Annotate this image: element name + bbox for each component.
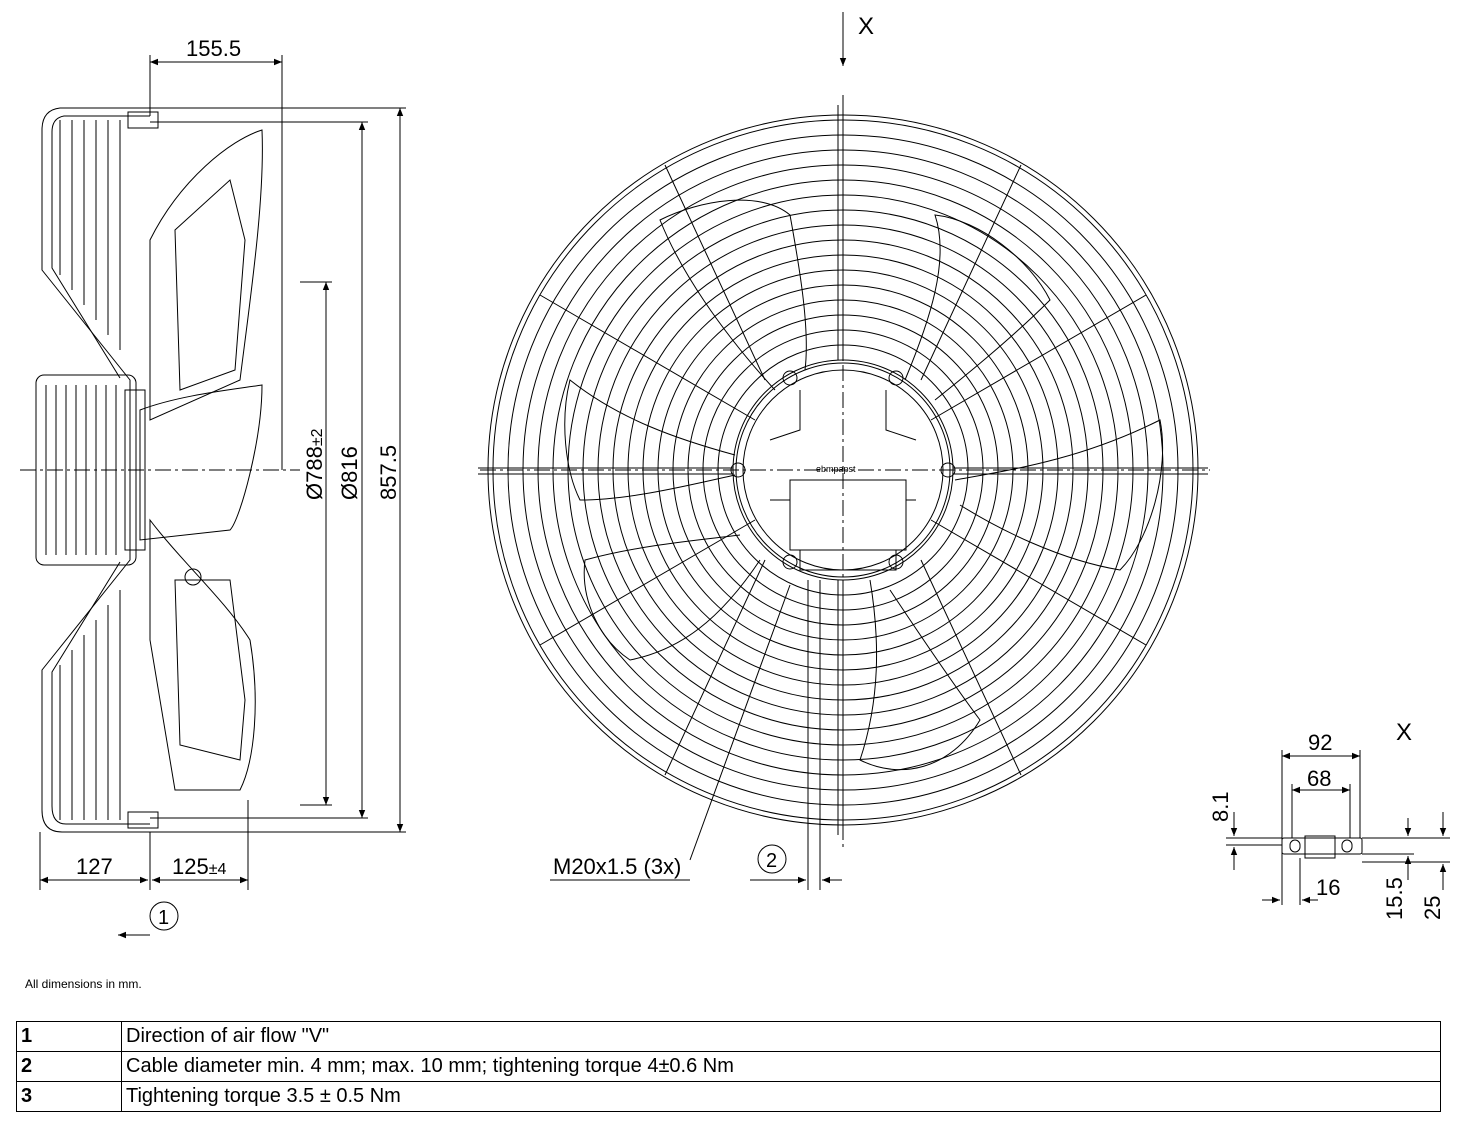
detail-x xyxy=(1226,750,1450,905)
front-blades xyxy=(564,199,1164,771)
dim-16: 16 xyxy=(1316,875,1340,900)
legend-text: Cable diameter min. 4 mm; max. 10 mm; ti… xyxy=(121,1051,1441,1082)
detail-x-label: X xyxy=(1396,719,1412,746)
gland-leader xyxy=(689,584,791,861)
dim-inner-dia: Ø816 xyxy=(337,446,362,500)
blades xyxy=(139,129,263,791)
callout-2-circle xyxy=(757,844,787,874)
section-x-label: X xyxy=(858,13,874,40)
cable-gland-label: M20x1.5 (3x) xyxy=(553,854,681,879)
logo: ebmpapst xyxy=(816,464,856,474)
guard-wires xyxy=(59,111,159,829)
legend-text: Direction of air flow "V" xyxy=(121,1021,1441,1052)
dim-8-1: 8.1 xyxy=(1208,791,1233,822)
legend-text: Tightening torque 3.5 ± 0.5 Nm xyxy=(121,1081,1441,1112)
legend-number: 2 xyxy=(16,1051,122,1082)
front-view xyxy=(478,12,1210,890)
side-view xyxy=(20,55,406,939)
callout-1: 1 xyxy=(158,907,169,929)
dim-155-5: 155.5 xyxy=(186,36,241,61)
dim-overall-dia: 857.5 xyxy=(376,445,401,500)
callout-1-circle xyxy=(149,901,179,931)
side-view-labels: 155.5 127 125±4 Ø788±2 Ø816 857.5 1 xyxy=(76,36,401,929)
legend-number: 3 xyxy=(16,1081,122,1112)
technical-drawing: 155.5 127 125±4 Ø788±2 Ø816 857.5 1 xyxy=(20,12,1450,939)
dim-127: 127 xyxy=(76,854,113,879)
legend-row: 2 Cable diameter min. 4 mm; max. 10 mm; … xyxy=(16,1051,1441,1082)
callout-2: 2 xyxy=(766,850,777,872)
dimensions-note: All dimensions in mm. xyxy=(25,977,142,991)
dim-92: 92 xyxy=(1308,730,1332,755)
front-view-labels: X M20x1.5 (3x) 2 ebmpapst xyxy=(553,13,874,879)
dim-impeller-dia: Ø788±2 xyxy=(302,428,327,500)
side-dimensions xyxy=(39,55,406,890)
dim-68: 68 xyxy=(1307,766,1331,791)
legend-row: 1 Direction of air flow "V" xyxy=(16,1021,1441,1052)
dim-15-5: 15.5 xyxy=(1382,877,1407,920)
dim-25: 25 xyxy=(1420,896,1445,920)
detail-x-labels: X 92 68 8.1 16 15.5 25 xyxy=(1208,719,1445,920)
dim-125: 125±4 xyxy=(172,854,227,879)
legend-number: 1 xyxy=(16,1021,122,1052)
legend-table: 1 Direction of air flow "V" 2 Cable diam… xyxy=(16,1021,1441,1112)
legend-row: 3 Tightening torque 3.5 ± 0.5 Nm xyxy=(16,1081,1441,1112)
